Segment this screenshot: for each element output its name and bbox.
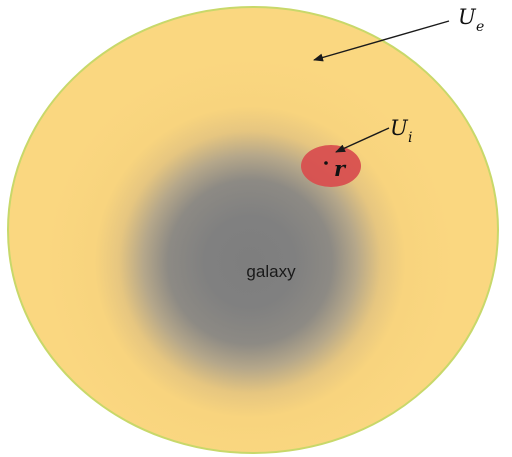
outer-region-symbol: U: [458, 5, 477, 29]
outer-region-arrow: [313, 20, 450, 62]
galaxy-label: galaxy: [246, 262, 296, 281]
inner-region-label: U i: [390, 116, 412, 146]
outer-region-label: U e: [458, 5, 484, 35]
inner-region-subscript: i: [408, 130, 412, 146]
outer-region-ue: [7, 6, 499, 454]
point-r-dot: [324, 161, 328, 165]
inner-region-symbol: U: [390, 116, 409, 140]
inner-region-arrow: [335, 127, 390, 153]
point-r-label: r: [334, 156, 347, 181]
outer-region-subscript: e: [476, 19, 484, 35]
inner-region-ui: [301, 145, 361, 187]
